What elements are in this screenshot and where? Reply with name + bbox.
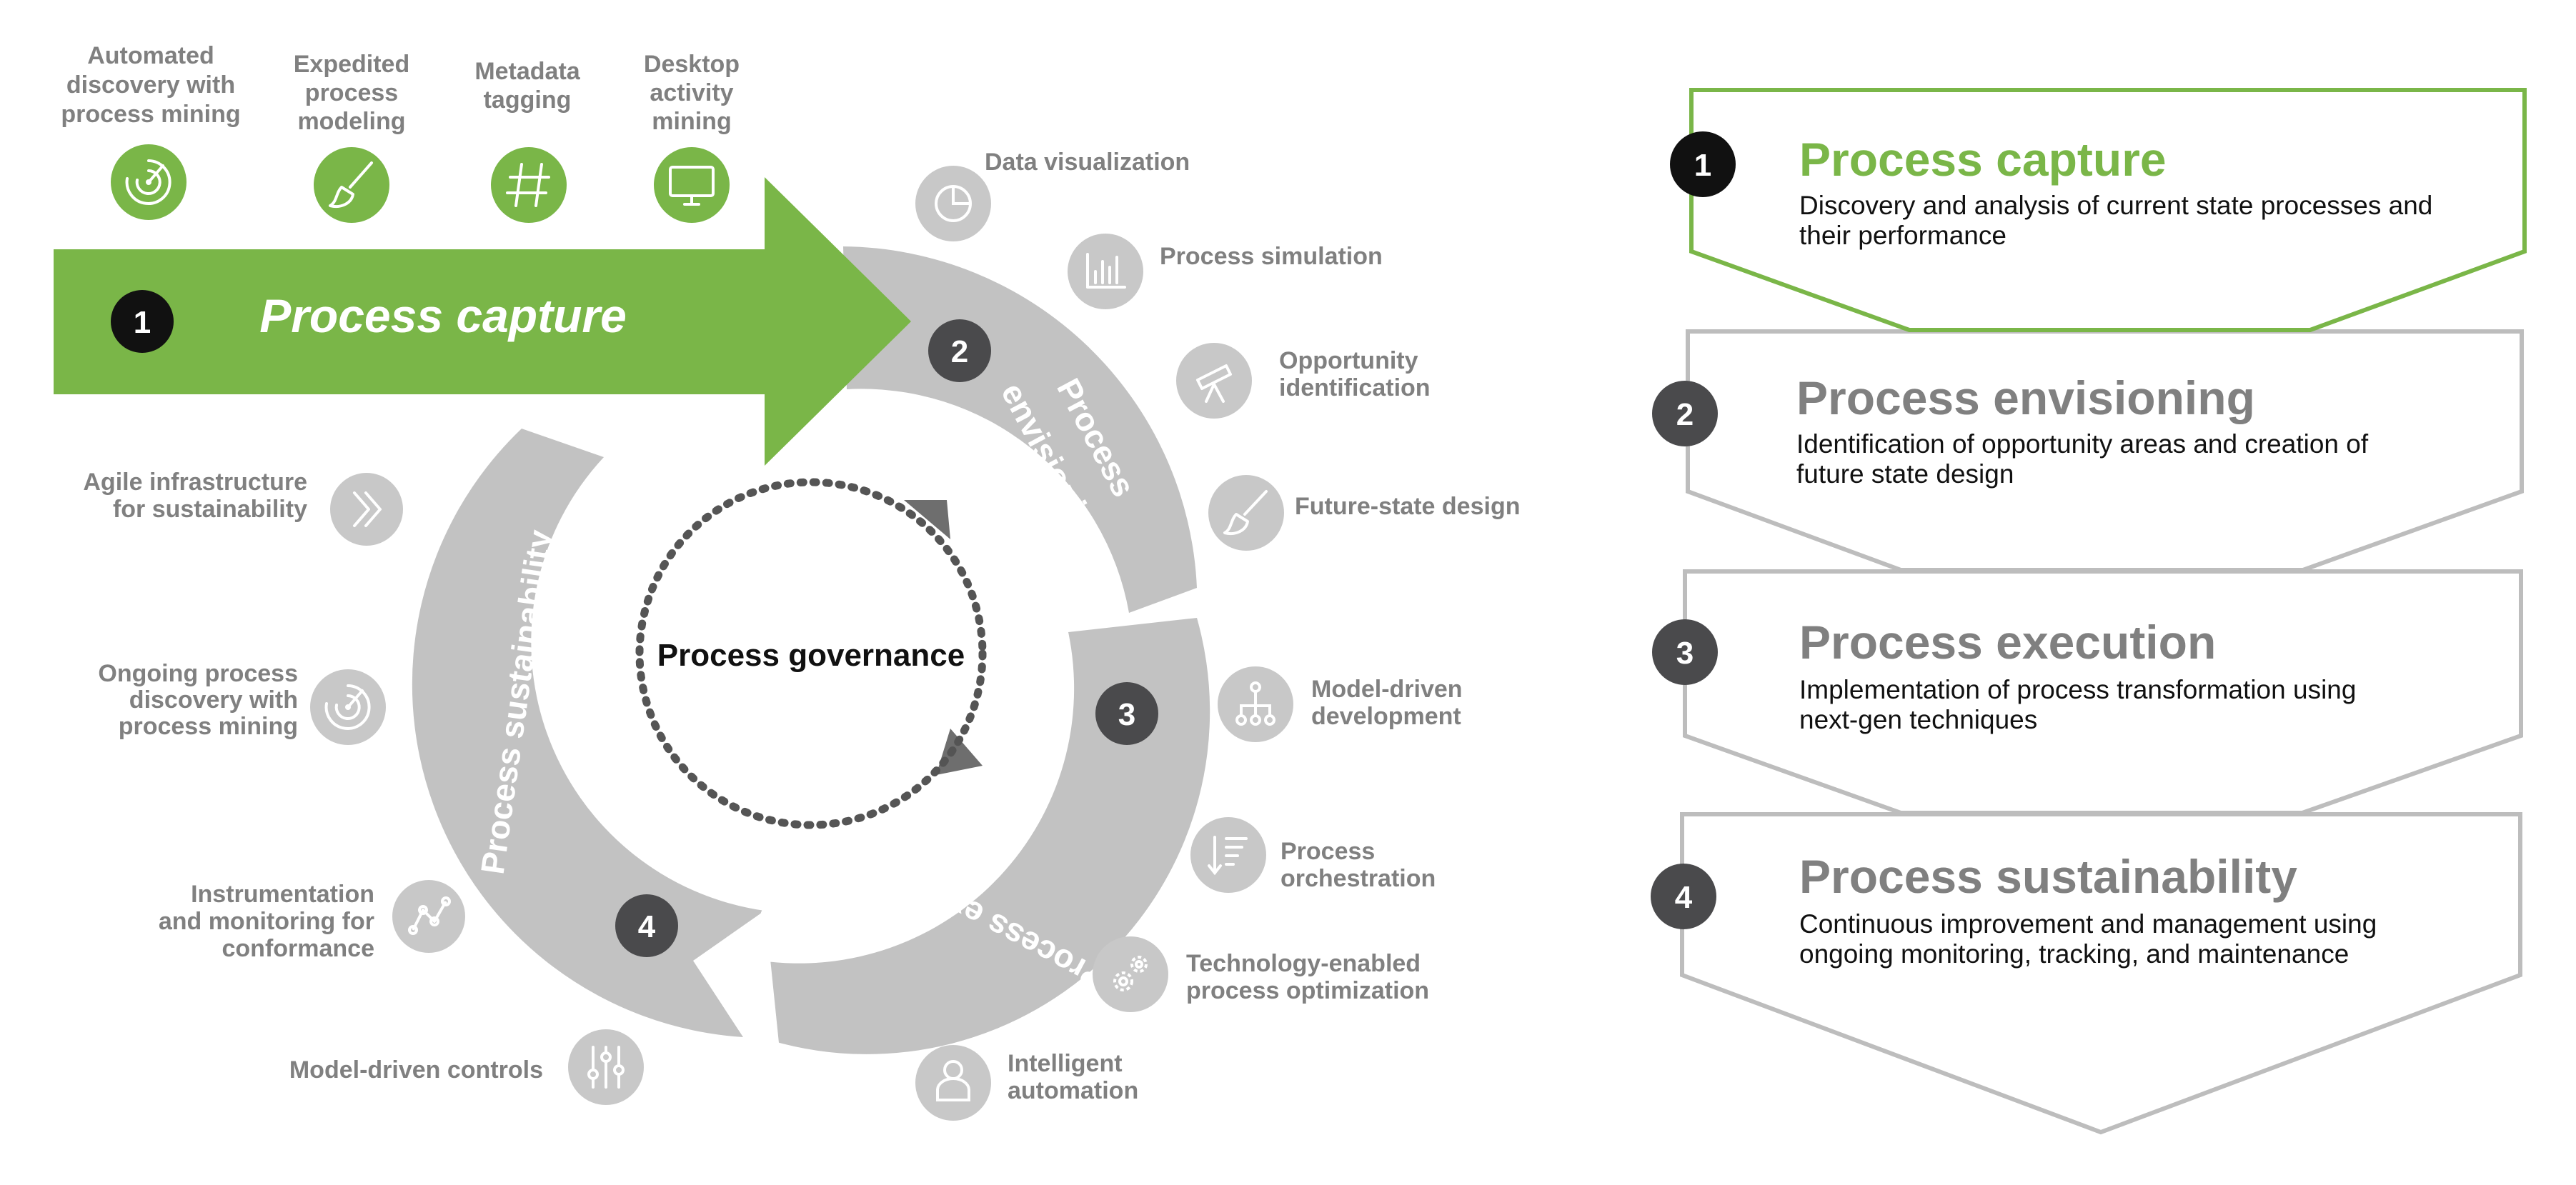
segment-sustainability [412,429,765,1037]
stage-2-desc-1: Identification of opportunity areas and … [1796,429,2369,459]
right-cap-8-line-1: Intelligent [1008,1050,1123,1077]
left-cap-2-line-2: discovery with [129,686,298,714]
right-cap-2-line-1: Process simulation [1160,243,1383,270]
top-cap-2-line-1: Expedited [294,51,409,78]
right-cap-3-line-2: identification [1279,374,1431,401]
right-cap-7-line-2: process optimization [1186,977,1429,1004]
hashtag-icon [491,147,567,223]
stage-4-title: Process sustainability [1799,850,2297,903]
left-cap-2-line-1: Ongoing process [98,660,298,687]
left-cap-1-line-2: for sustainability [113,496,307,523]
top-cap-4-line-1: Desktop [644,51,740,78]
right-cap-5-line-2: development [1311,703,1461,730]
right-cap-8-line-2: automation [1008,1077,1138,1104]
right-cap-5-line-1: Model-driven [1311,676,1463,703]
stage-4-chevron [1680,812,2522,1135]
stage-2-desc-2: future state design [1796,459,2014,489]
stage-2-badge [1652,381,1718,446]
stage-4-desc-1: Continuous improvement and management us… [1799,909,2377,939]
right-cap-6-line-2: orchestration [1280,865,1436,892]
telescope-icon [1176,343,1252,419]
segment-number-2: 2 [951,334,968,369]
stage-1-badge [1670,131,1736,197]
left-cap-3-line-2: and monitoring for [159,908,374,935]
sliders-icon [568,1029,644,1105]
governance-label: Process governance [657,638,965,673]
stage-3-chevron [1683,569,2523,815]
stage-1-number: 1 [1694,148,1711,183]
bar-chart-icon [1068,234,1143,309]
paintbrush-icon [314,147,389,223]
stage-2-title: Process envisioning [1796,371,2255,424]
stage-2-chevron [1686,329,2524,572]
left-cap-2-line-3: process mining [119,713,298,740]
stage-1-chevron [1689,88,2527,332]
top-cap-4-line-2: activity [650,79,733,106]
stage-2-number: 2 [1676,397,1694,432]
process-capture-arrow [54,177,911,466]
radar-icon [111,144,187,220]
top-cap-3-line-1: Metadata [474,58,580,85]
arrow-number-badge [111,290,174,353]
segment-badge-2 [928,319,991,382]
arrow-number: 1 [134,305,151,340]
right-cap-4-line-1: Future-state design [1295,493,1520,520]
segment-badge-4 [615,894,678,957]
cycle: 1 Process capture Process envisioning Pr… [54,177,1210,1054]
right-cap-6-line-1: Process [1280,838,1375,865]
stage-4-desc-2: ongoing monitoring, tracking, and mainte… [1799,939,2349,969]
stage-1-title: Process capture [1799,133,2167,186]
left-cap-4-line-1: Model-driven controls [289,1056,543,1084]
pie-chart-icon [915,166,991,241]
paintbrush-icon [1208,475,1284,551]
right-cap-7-line-1: Technology-enabled [1186,950,1421,977]
monitor-icon [654,147,730,223]
segment-number-4: 4 [638,909,656,944]
person-icon [915,1045,991,1121]
top-cap-3-line-2: tagging [484,86,572,114]
top-cap-2-line-2: process [305,79,398,106]
stage-3-desc-2: next-gen techniques [1799,705,2037,734]
stage-1-desc-1: Discovery and analysis of current state … [1799,191,2432,220]
segment-badge-3 [1095,682,1158,745]
stage-3-number: 3 [1676,636,1694,671]
stage-4-number: 4 [1675,880,1693,915]
governance-arrowhead-bottom [936,729,983,775]
top-cap-1-line-2: discovery with [66,71,235,99]
radar-icon [310,669,386,745]
right-cap-3-line-1: Opportunity [1279,347,1418,374]
stages-panel: 1 Process capture Discovery and analysis… [1651,88,2527,1135]
right-capabilities: Data visualization Process simulation [915,149,1520,1121]
top-cap-1-line-3: process mining [61,101,240,128]
segment-number-3: 3 [1118,697,1135,732]
left-capabilities: Agile infrastructure for sustainability … [83,469,644,1105]
segment-execution [761,618,1210,1054]
arrow-label: Process capture [259,289,627,342]
left-cap-3-line-1: Instrumentation [191,881,374,908]
top-cap-4-line-3: mining [652,108,731,135]
top-cap-1-line-1: Automated [87,42,214,69]
line-graph-icon [392,880,465,953]
gears-icon [1093,936,1168,1012]
right-cap-1-line-1: Data visualization [985,149,1190,176]
stage-3-badge [1652,619,1718,685]
top-capabilities: Automated discovery with process mining … [61,42,740,223]
governance-dotted-circle [635,478,987,829]
sort-list-icon [1190,817,1266,893]
left-cap-1-line-1: Agile infrastructure [83,469,307,496]
top-cap-2-line-3: modeling [297,108,405,135]
governance-arrowhead-top [904,500,950,539]
double-chevron-icon [330,473,403,546]
hierarchy-icon [1218,666,1293,742]
stage-1-desc-2: their performance [1799,221,2006,250]
stage-3-desc-1: Implementation of process transformation… [1799,675,2356,704]
stage-3-title: Process execution [1799,616,2216,669]
stage-4-badge [1651,864,1716,929]
left-cap-3-line-3: conformance [222,935,375,962]
